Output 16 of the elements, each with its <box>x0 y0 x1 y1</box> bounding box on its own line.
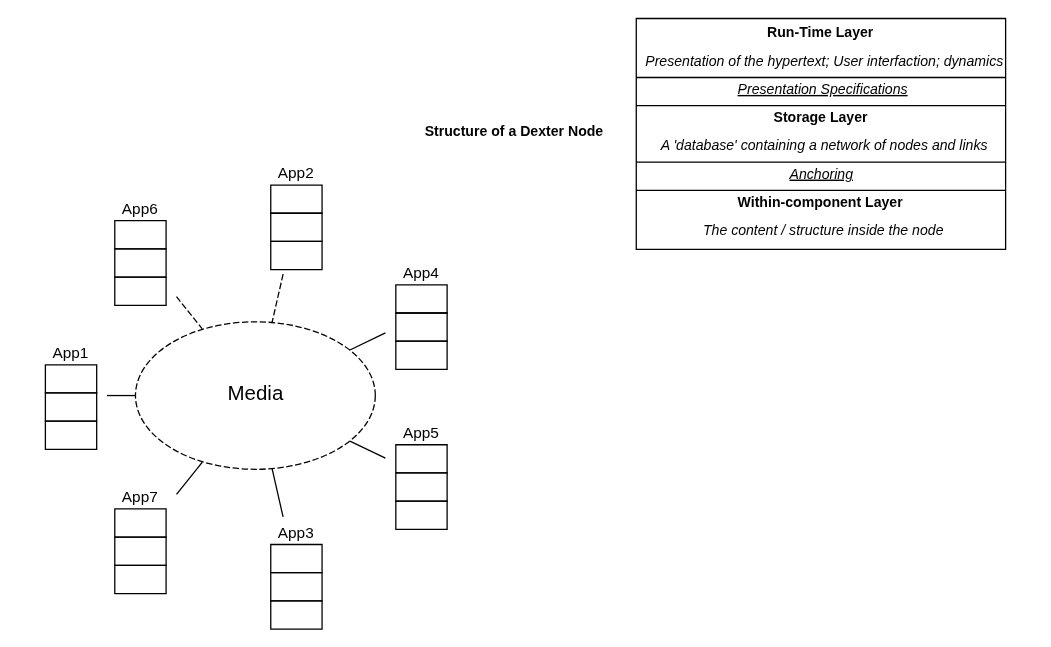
node-label: App5 <box>402 423 439 441</box>
node-label: App3 <box>277 523 314 541</box>
node-label: App2 <box>277 164 314 182</box>
connector <box>175 461 203 496</box>
node-label: App6 <box>121 199 158 217</box>
connector <box>271 468 284 518</box>
node-label: App4 <box>402 263 439 281</box>
node-label: App1 <box>52 343 89 361</box>
connector <box>175 296 203 330</box>
connector <box>106 394 137 397</box>
connector <box>349 332 387 351</box>
connector <box>271 273 284 323</box>
connector <box>349 440 387 459</box>
node-label: App7 <box>121 487 158 505</box>
node-label: Structure of a Dexter Node <box>424 123 604 140</box>
node-ellipse: Media <box>134 321 376 470</box>
